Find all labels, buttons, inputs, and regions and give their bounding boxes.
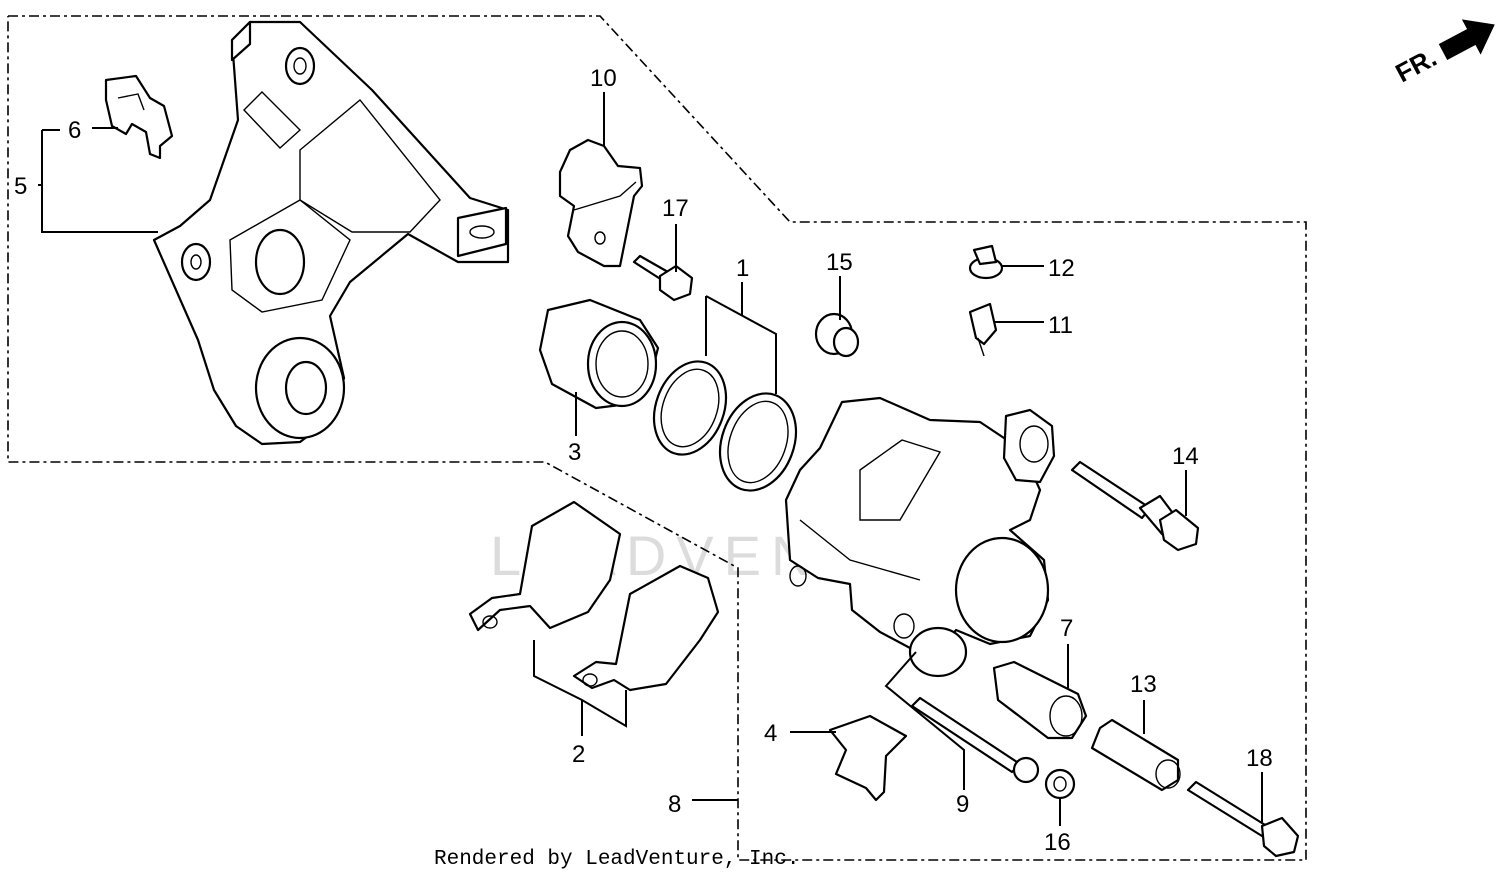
caliper-body [784,396,1056,678]
leader-lines [38,92,1263,826]
pin-boot [992,660,1088,740]
callout-8: 8 [668,791,681,818]
caliper-cover [558,138,644,268]
callout-11: 11 [1048,312,1073,339]
bleeder-screw-cap [968,244,1004,280]
caliper-bracket [152,20,510,446]
render-credit: Rendered by LeadVenture, Inc. [434,848,799,871]
bleeder-cap [814,312,860,358]
callout-3: 3 [568,439,581,466]
assembly-boundary [7,15,1307,861]
callout-4: 4 [764,720,777,747]
piston-seals [652,360,798,492]
piston [538,298,660,410]
callout-2: 2 [572,741,585,768]
caliper-bolt [1186,780,1300,858]
callout-12: 12 [1048,255,1075,282]
callout-17: 17 [662,195,689,222]
callout-13: 13 [1130,671,1157,698]
front-direction-marker: FR. [1390,19,1495,88]
slide-pin [910,696,1040,784]
bleed-bolt [632,254,694,302]
callout-6: 6 [68,117,81,144]
callout-10: 10 [590,65,617,92]
pad-pin-bolt [1070,460,1200,552]
pad-spring [104,74,174,160]
front-arrow-icon [1438,19,1495,60]
callout-5: 5 [14,173,27,200]
callout-7: 7 [1060,615,1073,642]
callouts: 1 2 3 4 5 6 7 8 9 10 11 12 13 14 15 16 1… [14,65,1273,856]
front-label: FR. [1390,42,1441,88]
callout-1: 1 [736,255,749,282]
callout-16: 16 [1044,829,1071,856]
callout-14: 14 [1172,443,1199,470]
callout-18: 18 [1246,745,1273,772]
pin-sleeve [1090,718,1181,792]
callout-9: 9 [956,791,969,818]
bleeder-valve [968,302,998,357]
pad-retainer [828,714,908,802]
callout-15: 15 [826,249,853,276]
brake-pads [468,500,720,692]
pin-clip [1044,768,1076,800]
